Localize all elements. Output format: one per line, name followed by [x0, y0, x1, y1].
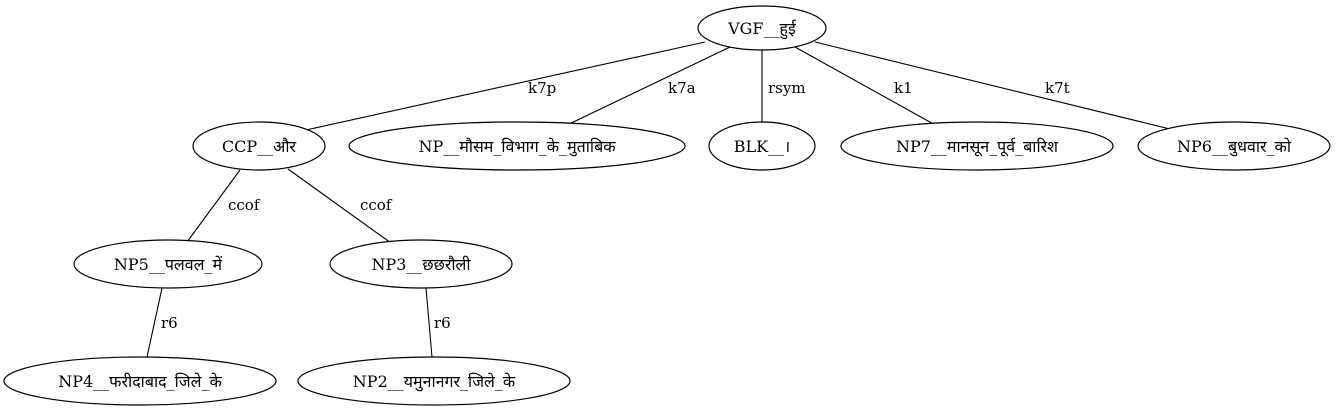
edge-label: rsym — [768, 79, 806, 97]
node-label: NP__मौसम_विभाग_के_मुताबिक — [419, 137, 617, 157]
node-label: NP7__मानसून_पूर्व_बारिश — [896, 137, 1059, 157]
node-np4: NP4__फरीदाबाद_जिले_के — [3, 356, 277, 406]
node-label: BLK__। — [734, 137, 790, 156]
node-label: NP5__पलवल_में — [114, 255, 223, 274]
node-ccp: CCP__और — [192, 121, 326, 171]
edge-root-np6: k7t — [814, 41, 1171, 130]
node-np2: NP2__यमुनानगर_जिले_के — [297, 356, 571, 406]
node-label: NP2__यमुनानगर_जिले_के — [353, 372, 516, 392]
edge-np5-np4: r6 — [146, 287, 178, 358]
node-np7: NP7__मानसून_पूर्व_बारिश — [840, 121, 1114, 171]
edge-label: k7t — [1045, 79, 1070, 97]
node-np3: NP3__छछरौली — [329, 239, 513, 289]
edge-root-ccp: k7p — [305, 41, 706, 131]
edge-label: ccof — [228, 196, 261, 214]
edge-ccp-np3: ccof — [287, 168, 393, 244]
node-np6: NP6__बुधवार_को — [1137, 121, 1331, 171]
edge-ccp-np5: ccof — [186, 169, 261, 243]
edge-np3-np2: r6 — [425, 287, 451, 358]
edge-label: k1 — [894, 79, 913, 97]
node-root: VGF__हुई — [697, 5, 827, 51]
node-label: CCP__और — [222, 137, 297, 156]
node-np5: NP5__पलवल_में — [73, 239, 263, 289]
node-label: NP6__बुधवार_को — [1177, 137, 1292, 157]
edge-label: k7a — [668, 79, 696, 97]
edge-label: r6 — [434, 314, 451, 332]
node-label: NP3__छछरौली — [371, 255, 471, 274]
node-label: NP4__फरीदाबाद_जिले_के — [58, 372, 222, 391]
edge-label: k7p — [528, 79, 556, 97]
edge-label: r6 — [161, 314, 178, 332]
edge-root-np: k7a — [564, 46, 731, 127]
node-np: NP__मौसम_विभाग_के_मुताबिक — [348, 121, 686, 171]
edge-label: ccof — [360, 196, 393, 214]
node-blk: BLK__। — [708, 121, 816, 171]
edge-root-np7: k1 — [794, 46, 938, 127]
edge-root-blk: rsym — [761, 50, 806, 124]
node-label: VGF__हुई — [727, 19, 797, 40]
